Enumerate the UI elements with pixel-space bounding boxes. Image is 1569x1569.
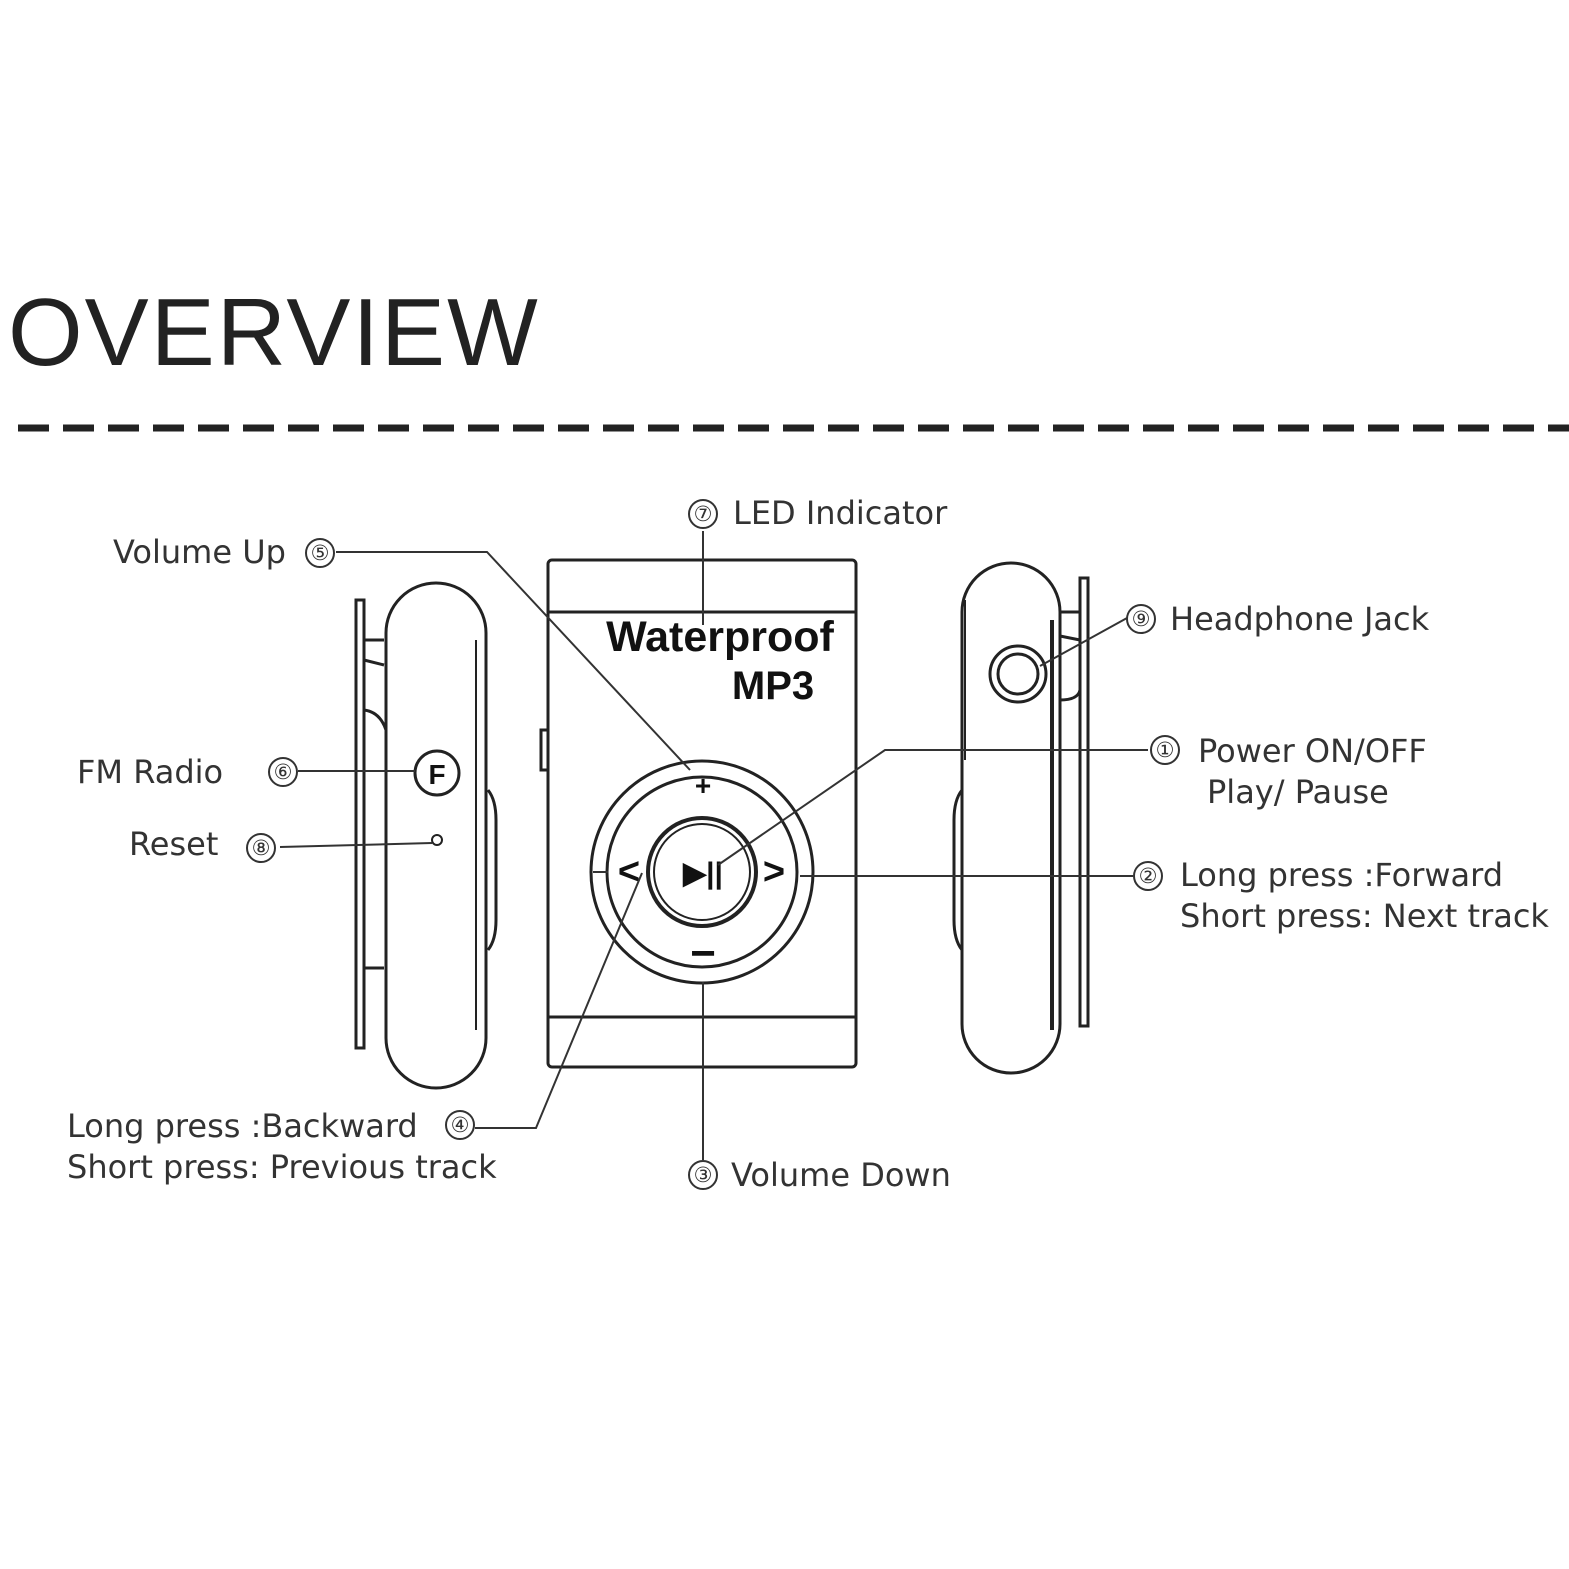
leader-lines: [279, 531, 1148, 1160]
callout-4-number: ④: [445, 1110, 475, 1140]
callout-3-number: ③: [688, 1160, 718, 1190]
right-side-view: [952, 561, 1090, 1075]
left-clip: [354, 598, 366, 1050]
volume-up-key-label: +: [695, 770, 711, 801]
prev-key-label: <: [618, 851, 640, 893]
callout-1-label-line2: Play/ Pause: [1207, 773, 1389, 811]
brand-line1: Waterproof: [606, 613, 834, 661]
headphone-jack-icon: [988, 644, 1048, 704]
page-title: OVERVIEW: [8, 279, 540, 386]
callout-5-number: ⑤: [305, 538, 335, 568]
callout-7-number: ⑦: [688, 499, 718, 529]
callout-2-label-line2: Short press: Next track: [1180, 897, 1549, 935]
callout-3-label: Volume Down: [731, 1156, 951, 1194]
callout-2-label: Long press :Forward: [1180, 856, 1504, 894]
play-pause-key-label: ▶||: [682, 857, 723, 890]
brand-line2: MP3: [732, 664, 814, 708]
right-body: [960, 561, 1062, 1075]
play-pause-button: [646, 816, 758, 928]
left-side-view: [354, 581, 498, 1090]
callout-1-number: ①: [1150, 735, 1180, 765]
callout-8-number: ⑧: [246, 833, 276, 863]
callout-7-label: LED Indicator: [733, 494, 948, 532]
fm-key-label: F: [428, 759, 445, 790]
callout-4-label-line2: Short press: Previous track: [67, 1148, 497, 1186]
callout-6-number: ⑥: [268, 757, 298, 787]
fm-button-icon: [413, 749, 461, 797]
callout-9-label: Headphone Jack: [1170, 600, 1430, 638]
callout-8-label: Reset: [129, 825, 219, 863]
left-body: [384, 581, 488, 1090]
callout-2-number: ②: [1133, 861, 1163, 891]
callout-1-label: Power ON/OFF: [1198, 732, 1427, 770]
reset-hole-icon: [431, 834, 443, 846]
next-key-label: >: [763, 851, 785, 893]
callout-9-number: ⑨: [1126, 604, 1156, 634]
right-clip: [1078, 576, 1090, 1028]
callout-6-label: FM Radio: [77, 753, 224, 791]
callout-5-label: Volume Up: [113, 533, 286, 571]
volume-down-key-label: −: [690, 929, 716, 978]
callout-4-label: Long press :Backward: [67, 1107, 418, 1145]
